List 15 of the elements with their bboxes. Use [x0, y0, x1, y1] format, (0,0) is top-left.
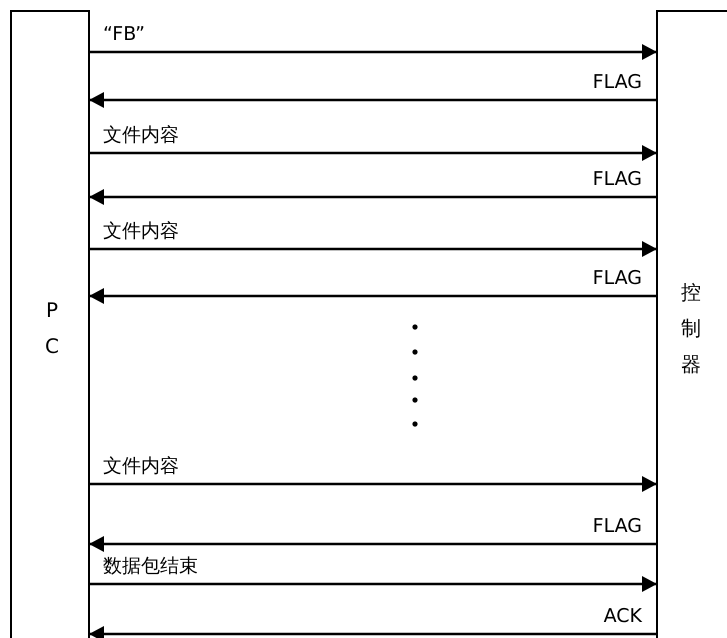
lifeline-box [10, 10, 90, 638]
arrow [89, 189, 657, 205]
message-label: 数据包结束 [103, 554, 198, 578]
participant-label: 控制器 [680, 279, 702, 378]
arrow [89, 44, 657, 60]
arrow [89, 576, 657, 592]
lifeline-box [656, 10, 727, 638]
arrow [89, 476, 657, 492]
arrow [89, 145, 657, 161]
arrow [89, 626, 657, 638]
arrow [89, 92, 657, 108]
arrow [89, 241, 657, 257]
arrow [89, 288, 657, 304]
arrow [89, 536, 657, 552]
participant-label: PC [44, 297, 60, 360]
